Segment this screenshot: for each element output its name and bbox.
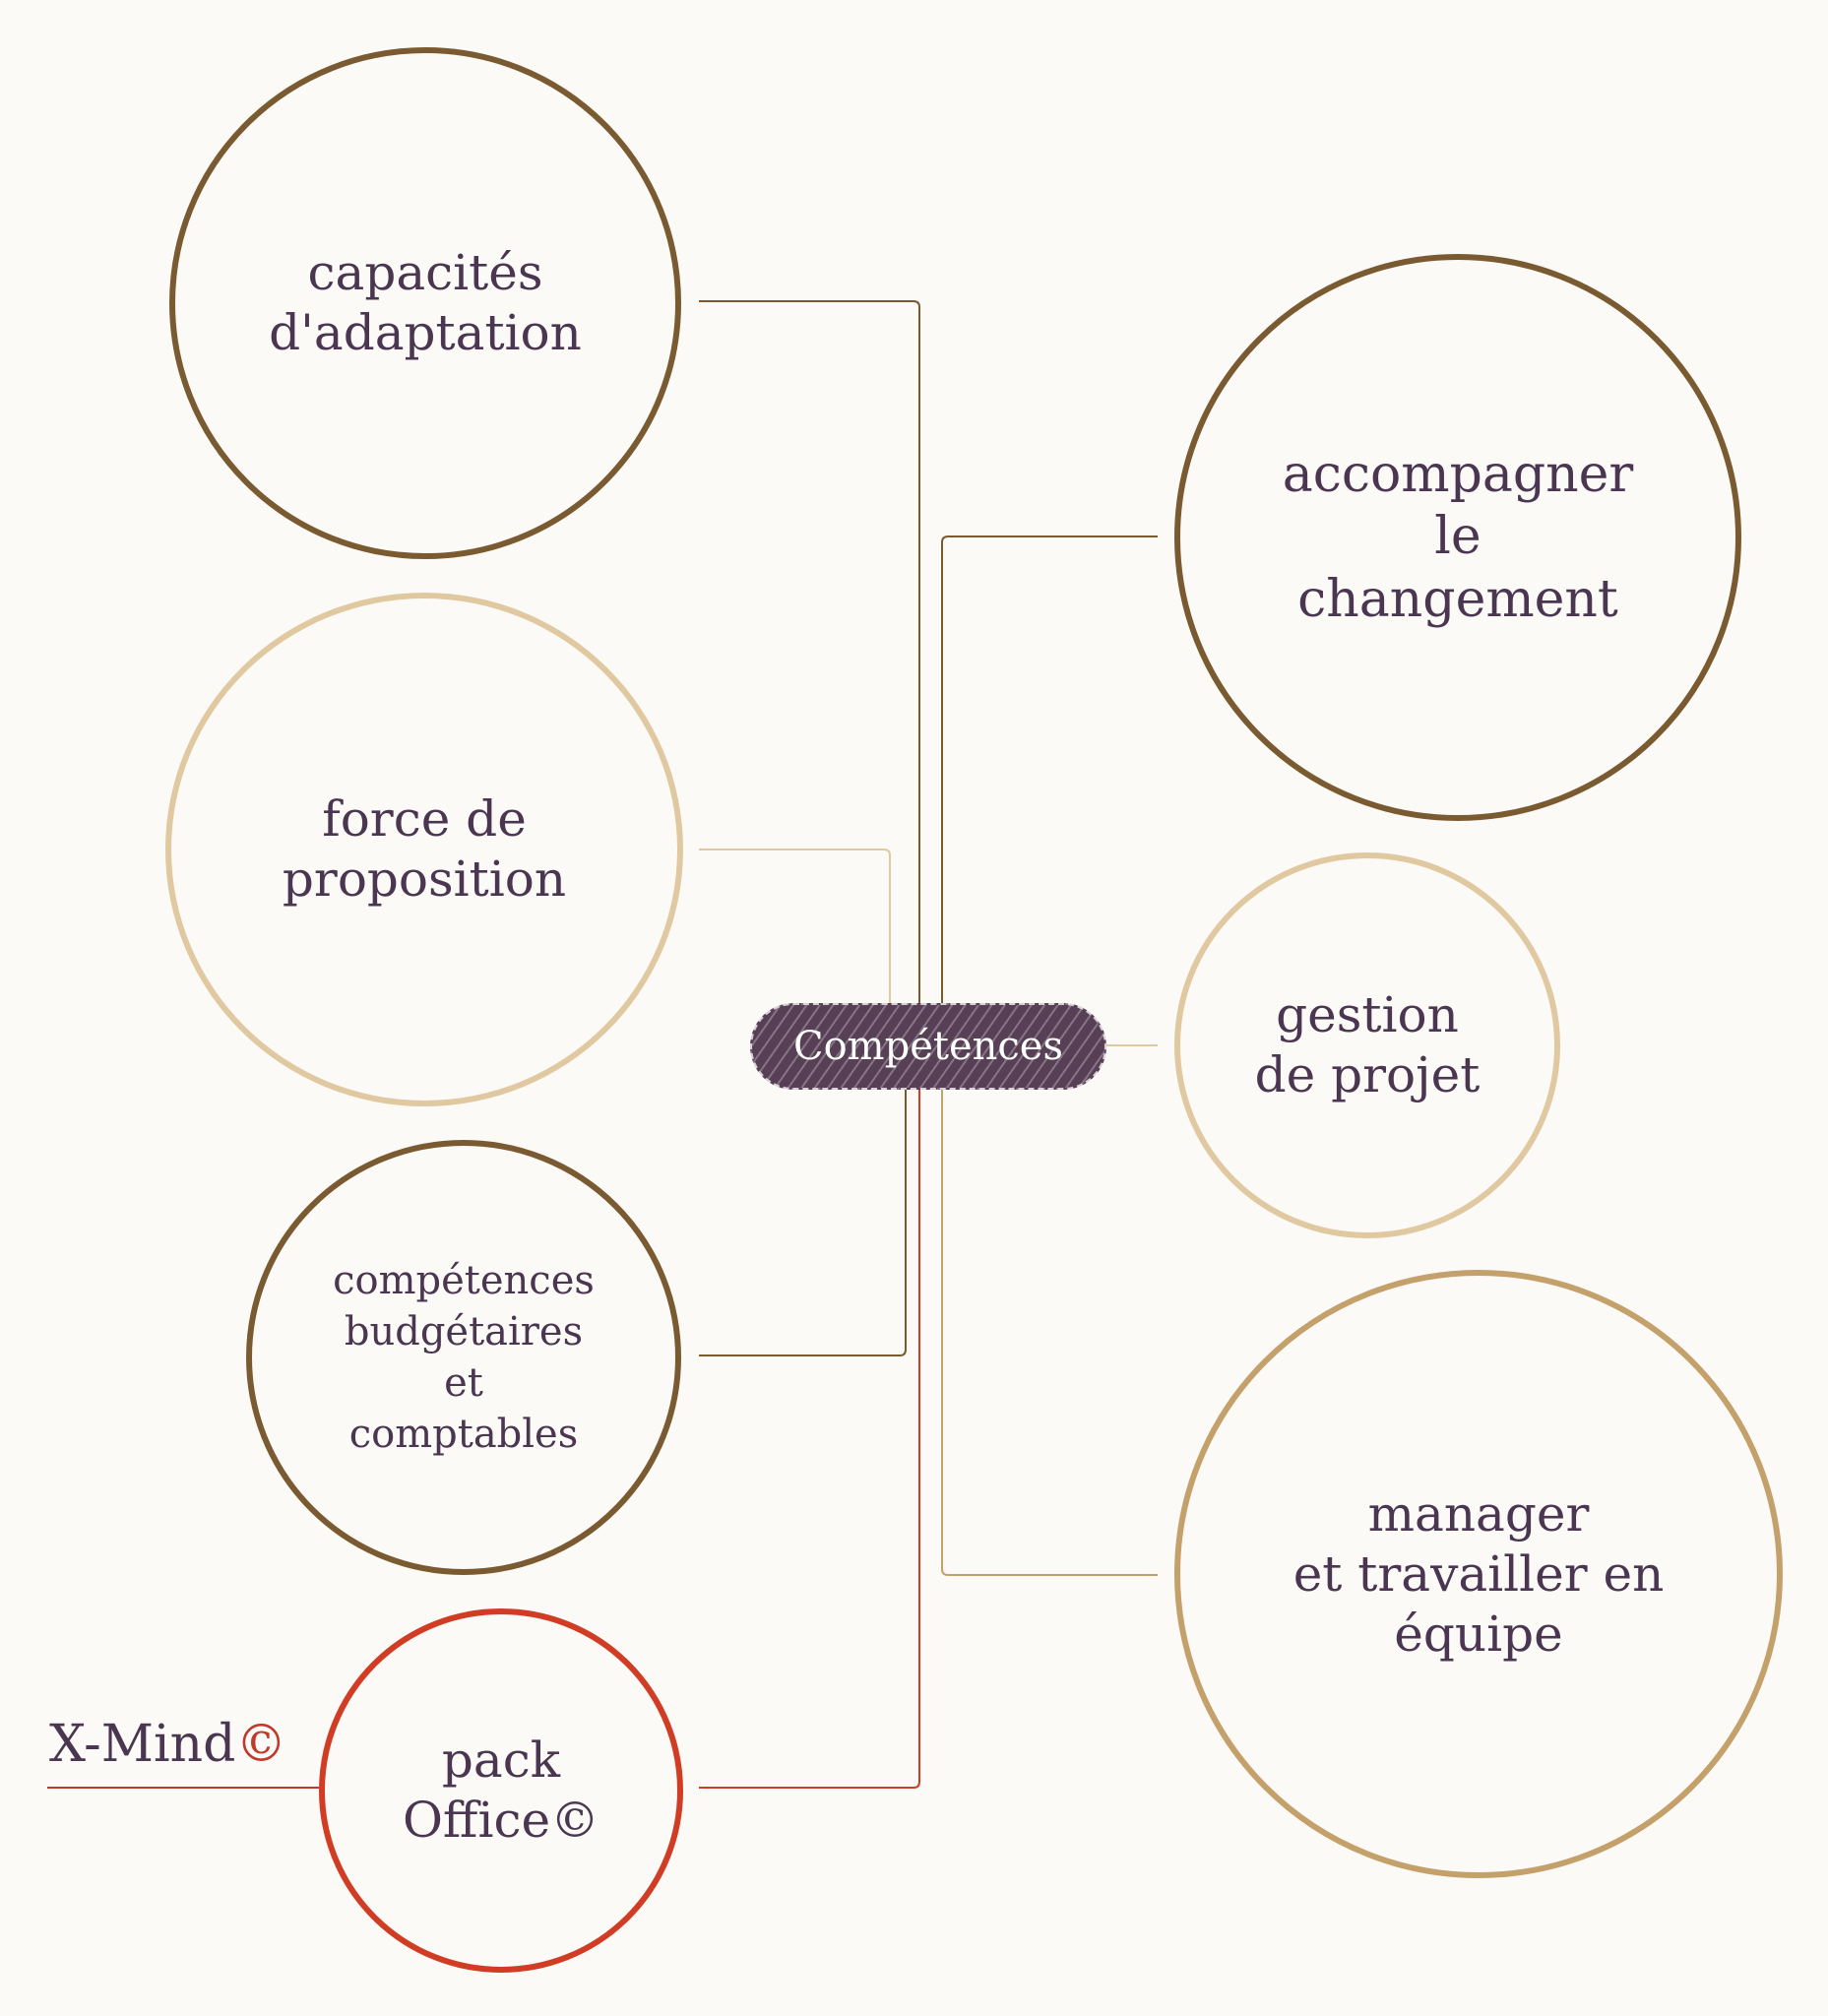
topic-label: accompagner le changement: [1282, 444, 1634, 629]
topic-label: pack Office©: [402, 1732, 600, 1849]
xmind-text: X-Mind: [49, 1715, 236, 1774]
copyright-symbol: ©: [235, 1715, 287, 1774]
xmind-underline: [47, 1787, 319, 1789]
topic-label: manager et travailler en équipe: [1292, 1484, 1665, 1663]
xmind-watermark: X-Mind©: [49, 1715, 286, 1774]
connector-manager: [941, 1073, 1158, 1576]
topic-label: compétences budgétaires et comptables: [333, 1258, 595, 1457]
connector-capacites: [699, 300, 920, 1024]
topic-label: capacités d'adaptation: [269, 244, 582, 361]
topic-accompagner-changement[interactable]: accompagner le changement: [1174, 254, 1741, 821]
topic-gestion-projet[interactable]: gestion de projet: [1174, 852, 1560, 1238]
topic-label: force de proposition: [282, 790, 567, 908]
topic-capacites-adaptation[interactable]: capacités d'adaptation: [169, 47, 681, 559]
topic-manager-equipe[interactable]: manager et travailler en équipe: [1174, 1270, 1783, 1878]
connector-changement: [941, 536, 1158, 1024]
topic-competences-budgetaires[interactable]: compétences budgétaires et comptables: [246, 1140, 681, 1575]
topic-label: gestion de projet: [1254, 986, 1481, 1103]
connector-budget: [699, 1073, 907, 1356]
central-topic-label: Compétences: [792, 1024, 1063, 1069]
central-topic[interactable]: Compétences: [750, 1003, 1106, 1090]
topic-force-proposition[interactable]: force de proposition: [165, 593, 683, 1106]
connector-office: [699, 1073, 920, 1789]
connector-force: [699, 849, 891, 1024]
topic-pack-office[interactable]: pack Office©: [319, 1608, 683, 1973]
